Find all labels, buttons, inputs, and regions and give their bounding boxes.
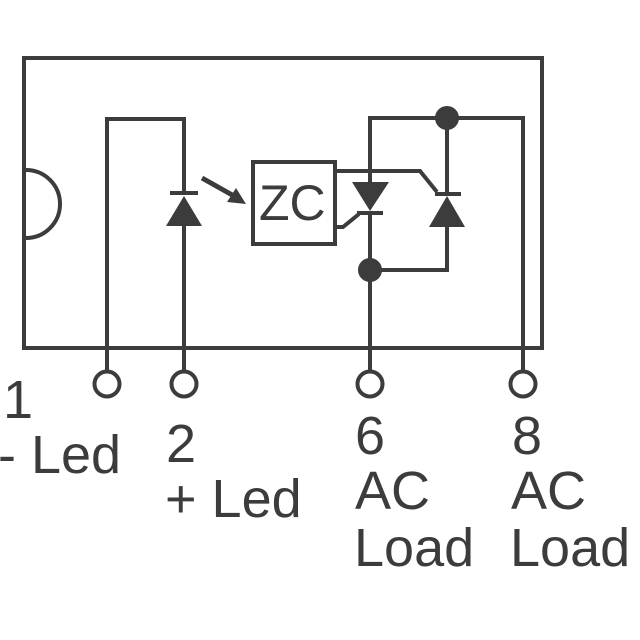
pin-terminal-1	[92, 369, 122, 399]
pin6-label-line2: Load	[354, 518, 474, 578]
light-arrow-head	[227, 188, 246, 204]
gate-wire-top	[335, 169, 439, 194]
pin1-number: 1	[3, 370, 33, 430]
pin-terminal-2	[169, 369, 199, 399]
pin6-number: 6	[355, 406, 385, 466]
pin8-label-line1: AC	[511, 461, 586, 521]
light-arrow-shaft	[200, 175, 236, 199]
led-icon	[166, 191, 202, 226]
led-triangle	[166, 196, 202, 226]
pin-terminal-8	[508, 369, 538, 399]
zc-box	[251, 160, 337, 246]
zc-label: ZC	[259, 175, 326, 231]
led-cathode-wire	[105, 117, 186, 372]
light-arrow-icon	[200, 175, 246, 204]
scr-right-triangle	[429, 196, 465, 227]
pin8-label-line2: Load	[510, 518, 630, 578]
junction-dot-top	[435, 106, 459, 130]
pin8-number: 8	[512, 406, 542, 466]
pin6-label-line1: AC	[355, 461, 430, 521]
gate-wire-bottom	[335, 212, 361, 229]
pin2-label: + Led	[165, 469, 302, 529]
junction-dot-bottom	[358, 258, 382, 282]
index-notch	[25, 168, 62, 240]
pin1-label: - Led	[0, 425, 121, 485]
scr-right-icon	[429, 192, 465, 227]
scr-left-triangle	[352, 182, 389, 211]
pin-terminal-6	[355, 369, 385, 399]
package-outline	[22, 56, 544, 350]
scr-right-bottom-wire	[370, 227, 449, 272]
pin2-number: 2	[166, 414, 196, 474]
scr-left-icon	[352, 182, 389, 215]
